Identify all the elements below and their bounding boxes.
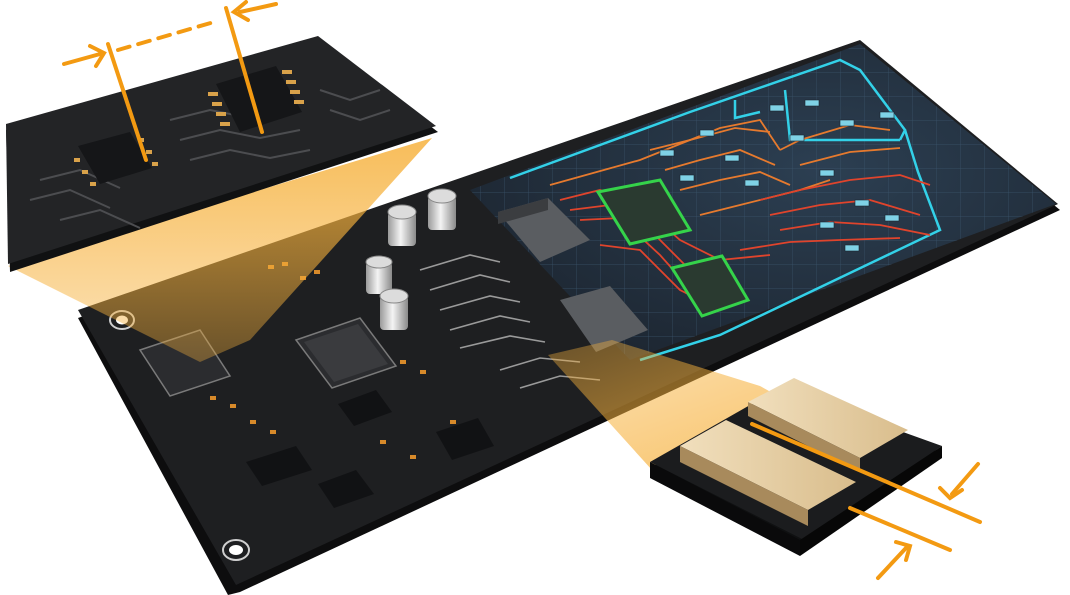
copper-pad (680, 420, 856, 526)
bottom-inset-block (650, 378, 942, 556)
ic-chip-icon (78, 132, 152, 184)
copper-pad (748, 378, 908, 472)
trace-gap-arrows-icon (750, 422, 982, 580)
top-inset-board (6, 36, 438, 272)
ic-chip-icon (498, 198, 648, 352)
pin-pitch-arrows-icon (62, 0, 278, 162)
main-pcb-board (78, 40, 1060, 595)
schematic-ic-outlines (595, 178, 751, 318)
schematic-frame-traces (509, 58, 942, 362)
ic-chip-icon (216, 66, 302, 132)
dark-ic-packages (246, 390, 494, 508)
capacitor-icon (365, 188, 457, 330)
schematic-overlay (470, 44, 1056, 360)
schematic-resistors (659, 99, 900, 252)
top-zoom-beam (8, 138, 432, 362)
